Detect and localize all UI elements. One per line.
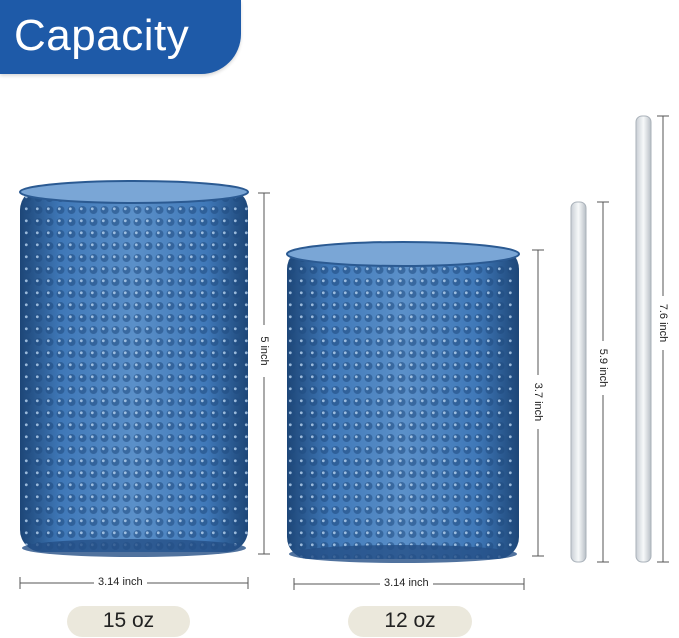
tall-glass-height-label: 5 inch: [258, 325, 270, 377]
short-glass-height-label: 3.7 inch: [532, 375, 544, 429]
capacity-banner: Capacity: [0, 0, 241, 74]
short-glass-capacity-badge: 12 oz: [348, 606, 472, 637]
tall-glass: [19, 180, 249, 557]
short-glass-width-label: 3.14 inch: [380, 577, 433, 589]
short-straw-length-label: 5.9 inch: [597, 341, 609, 395]
short-straw: [570, 201, 587, 563]
long-straw: [635, 115, 652, 563]
tall-glass-capacity-badge: 15 oz: [67, 606, 190, 637]
tall-glass-width-label: 3.14 inch: [94, 576, 147, 588]
long-straw-length-label: 7.6 inch: [657, 296, 669, 350]
short-glass: [286, 241, 520, 563]
banner-title: Capacity: [14, 11, 190, 60]
